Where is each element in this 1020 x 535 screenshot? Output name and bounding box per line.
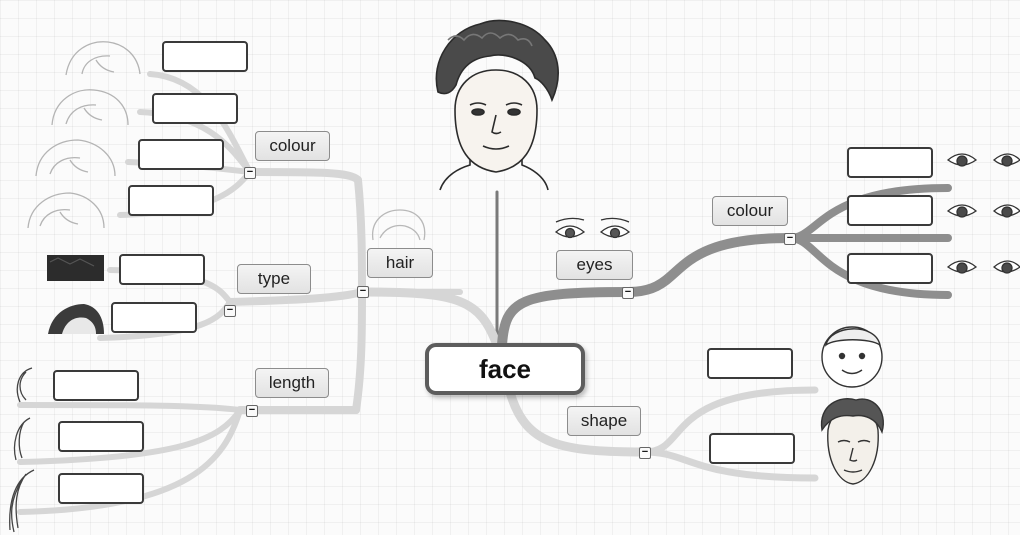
- collapse-hair-toggle[interactable]: −: [357, 286, 369, 298]
- hair-type-answer-2[interactable]: [111, 302, 197, 333]
- eye-colour-answer-2[interactable]: [847, 195, 933, 226]
- topic-hair[interactable]: hair: [367, 248, 433, 278]
- eye-pair-1-icon: [948, 154, 1020, 166]
- topic-hair-length[interactable]: length: [255, 368, 329, 398]
- collapse-hair-type-toggle[interactable]: −: [224, 305, 236, 317]
- eyes-icon: [556, 218, 629, 237]
- long-face-icon: [822, 399, 884, 484]
- portrait-face-icon: [436, 21, 558, 190]
- hair-type-swatches: [47, 255, 104, 334]
- central-topic-face[interactable]: face: [425, 343, 585, 395]
- topic-shape[interactable]: shape: [567, 406, 641, 436]
- topic-eyes-colour[interactable]: colour: [712, 196, 788, 226]
- eye-colour-sketches: [948, 154, 1020, 273]
- topic-eyes[interactable]: eyes: [556, 250, 633, 280]
- hair-colour-answer-4[interactable]: [128, 185, 214, 216]
- eye-pair-3-icon: [948, 261, 1020, 273]
- round-face-icon: [822, 327, 882, 387]
- collapse-hair-length-toggle[interactable]: −: [246, 405, 258, 417]
- hair-length-answer-1[interactable]: [53, 370, 139, 401]
- collapse-eyes-colour-toggle[interactable]: −: [784, 233, 796, 245]
- topic-hair-colour[interactable]: colour: [255, 131, 330, 161]
- collapse-eyes-toggle[interactable]: −: [622, 287, 634, 299]
- face-shape-answer-1[interactable]: [707, 348, 793, 379]
- collapse-shape-toggle[interactable]: −: [639, 447, 651, 459]
- hair-type-answer-1[interactable]: [119, 254, 205, 285]
- eye-pair-2-icon: [948, 205, 1020, 217]
- eye-colour-answer-1[interactable]: [847, 147, 933, 178]
- face-shape-answer-2[interactable]: [709, 433, 795, 464]
- hair-colour-answer-3[interactable]: [138, 139, 224, 170]
- hair-length-answer-3[interactable]: [58, 473, 144, 504]
- hair-colour-answer-1[interactable]: [162, 41, 248, 72]
- topic-hair-type[interactable]: type: [237, 264, 311, 294]
- eye-colour-answer-3[interactable]: [847, 253, 933, 284]
- hair-length-answer-2[interactable]: [58, 421, 144, 452]
- hair-colour-sketches: [28, 42, 140, 228]
- hair-sketch-icon: [373, 210, 425, 240]
- hair-colour-answer-2[interactable]: [152, 93, 238, 124]
- collapse-hair-colour-toggle[interactable]: −: [244, 167, 256, 179]
- hair-length-sketches: [10, 368, 34, 532]
